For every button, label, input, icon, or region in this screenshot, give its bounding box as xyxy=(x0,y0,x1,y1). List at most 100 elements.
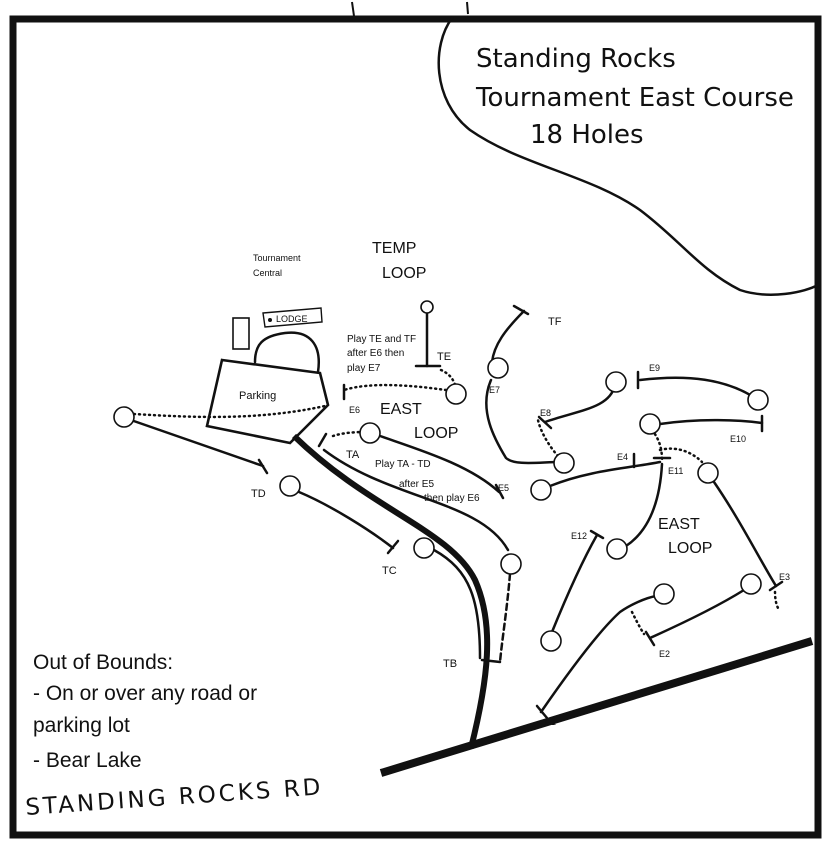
basket-e1 xyxy=(653,583,675,605)
hole-label-tf: TF xyxy=(548,316,562,328)
tee-td xyxy=(257,458,269,475)
hole-label-e7: E7 xyxy=(489,385,500,395)
lodge-label: LODGE xyxy=(276,314,308,324)
basket-e10-start xyxy=(639,413,661,435)
basket-te xyxy=(420,300,434,314)
hole-label-e12: E12 xyxy=(571,531,587,541)
basket-e12 xyxy=(540,630,562,652)
note-te: Play TE and TF xyxy=(347,334,416,345)
walk-path xyxy=(331,430,370,438)
basket-e7 xyxy=(553,452,575,474)
entrance-road xyxy=(291,433,491,749)
note-ta: after E5 xyxy=(399,479,434,490)
map-title-line2: Tournament East Course xyxy=(475,83,794,113)
hole-label-e5: E5 xyxy=(498,483,509,493)
tournament-central-label: Central xyxy=(253,268,282,278)
fairway-e2 xyxy=(648,588,746,640)
tee-e3 xyxy=(768,580,784,592)
tee-e8 xyxy=(537,415,553,430)
fairway-e5 xyxy=(378,434,501,494)
tee-ta xyxy=(317,432,328,448)
east-loop-label: LOOP xyxy=(668,540,712,557)
hole-label-ta: TA xyxy=(346,449,360,461)
fairway-ta xyxy=(322,448,510,552)
walk-path xyxy=(773,590,780,610)
hole-label-e4: E4 xyxy=(617,452,628,462)
temp-loop-label: LOOP xyxy=(382,265,426,282)
basket-tf xyxy=(487,357,509,379)
fairway-e4 xyxy=(548,460,662,488)
note-te: play E7 xyxy=(347,363,381,374)
fairway-tb xyxy=(498,572,512,664)
hole-label-e9: E9 xyxy=(649,363,660,373)
tee-e2 xyxy=(644,630,656,647)
tee-tf xyxy=(512,304,530,316)
hole-label-e6: E6 xyxy=(349,405,360,415)
fairway-td xyxy=(126,417,265,468)
note-ta: Play TA - TD xyxy=(375,459,431,470)
oob-line: parking lot xyxy=(33,714,130,737)
walk-path xyxy=(658,447,704,464)
lodge-icon xyxy=(268,318,272,322)
basket-e11-start xyxy=(697,462,719,484)
hole-label-te: TE xyxy=(437,351,451,363)
parking-lot xyxy=(205,358,330,445)
hole-label-tc: TC xyxy=(382,565,397,577)
basket-e9 xyxy=(747,389,769,411)
basket-ta-walk xyxy=(359,422,381,444)
bear-lake-shore xyxy=(437,16,820,296)
basket-e11 xyxy=(606,538,628,560)
fairway-tf xyxy=(490,309,526,364)
map-border xyxy=(9,15,822,839)
hole-labels: TF TE E7 E6 TA E5 E8 E9 E10 E4 E11 TD TC… xyxy=(251,316,790,727)
fairway-tb-approach xyxy=(432,548,482,660)
basket-e6 xyxy=(445,383,467,405)
map-title-line3: 18 Holes xyxy=(530,120,644,150)
fairway-e9 xyxy=(638,376,754,398)
fairway-e10 xyxy=(658,418,764,426)
hole-label-e1: E1 xyxy=(545,717,556,727)
oob-line: - On or over any road or xyxy=(33,682,257,705)
basket-e2 xyxy=(740,573,762,595)
tee-e12 xyxy=(589,529,605,540)
fairways xyxy=(126,304,784,720)
trail-mark xyxy=(466,1,469,15)
hole-label-e3: E3 xyxy=(779,572,790,582)
fairway-tc xyxy=(297,490,395,550)
oob-line: - Bear Lake xyxy=(33,749,142,772)
tee-tb xyxy=(480,658,502,664)
walk-path xyxy=(342,383,448,392)
hole-label-e10: E10 xyxy=(730,434,746,444)
basket-tc xyxy=(413,537,435,559)
tee-e1 xyxy=(535,704,549,720)
basket-e4-start xyxy=(530,479,552,501)
map-title-line1: Standing Rocks xyxy=(476,44,676,74)
road-name: STANDING ROCKS RD xyxy=(25,774,325,821)
temp-loop-label: TEMP xyxy=(372,240,416,257)
fairway-e11 xyxy=(624,462,664,548)
note-te: after E6 then xyxy=(347,348,404,359)
basket-e8 xyxy=(605,371,627,393)
parking-loop-road xyxy=(253,331,320,374)
tournament-central-label: Tournament xyxy=(253,253,301,263)
fairway-e1 xyxy=(539,594,658,714)
standing-rocks-road xyxy=(379,637,814,777)
trail-mark xyxy=(351,1,355,17)
hole-label-e2: E2 xyxy=(659,649,670,659)
note-ta: then play E6 xyxy=(424,493,480,504)
building-icon xyxy=(232,317,250,350)
hole-label-e8: E8 xyxy=(540,408,551,418)
basket-tc-start xyxy=(279,475,301,497)
east-loop-label: LOOP xyxy=(414,425,458,442)
walk-path xyxy=(650,428,664,462)
tee-tc xyxy=(386,539,400,555)
tee-e5 xyxy=(494,483,505,500)
fairway-e7 xyxy=(485,378,562,465)
east-loop-label: EAST xyxy=(380,401,422,418)
hole-label-tb: TB xyxy=(443,658,457,670)
fairway-e12 xyxy=(550,533,599,634)
parking-label: Parking xyxy=(239,390,276,402)
fairway-e3 xyxy=(712,480,778,588)
